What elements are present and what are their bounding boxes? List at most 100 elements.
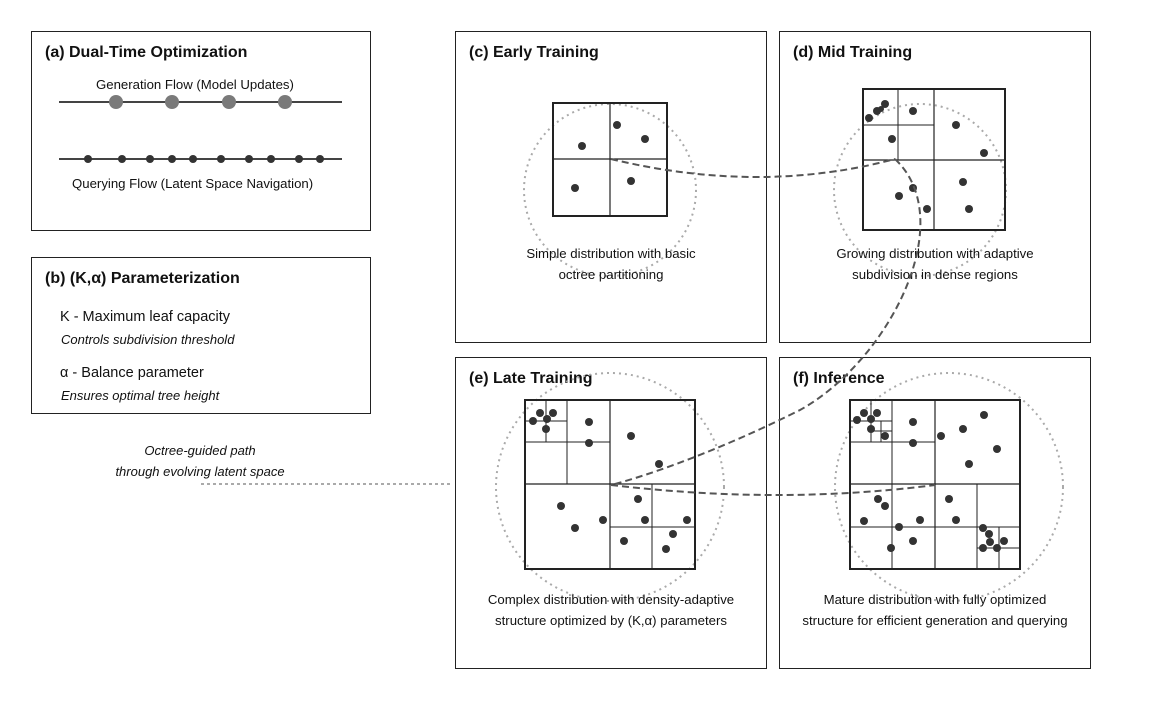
alpha-description: Ensures optimal tree height: [61, 388, 220, 403]
data-point: [613, 121, 621, 129]
data-point: [909, 537, 917, 545]
data-point: [620, 537, 628, 545]
data-point: [669, 530, 677, 538]
query-node: [189, 155, 197, 163]
data-point: [909, 107, 917, 115]
data-point: [980, 411, 988, 419]
querying-flow-label: Querying Flow (Latent Space Navigation): [72, 176, 314, 191]
path-note-line2: through evolving latent space: [115, 464, 285, 479]
data-point: [878, 106, 884, 112]
data-point: [895, 523, 903, 531]
query-node: [146, 155, 154, 163]
panel-d-caption-line2: subdivision in dense regions: [852, 267, 1018, 282]
data-point: [945, 495, 953, 503]
distribution-circle: [834, 372, 1064, 602]
panel-a-title: (a) Dual-Time Optimization: [45, 44, 248, 61]
data-point: [985, 530, 993, 538]
data-point: [662, 545, 670, 553]
octree-early: [523, 102, 697, 277]
data-point: [873, 409, 881, 417]
panel-a-dual-time-optimization: (a) Dual-Time Optimization Generation Fl…: [31, 31, 371, 231]
panel-b-title: (b) (K,α) Parameterization: [45, 270, 240, 287]
data-point: [979, 524, 987, 532]
data-point: [860, 409, 868, 417]
panel-c-caption: Simple distribution with basic octree pa…: [456, 243, 766, 285]
data-point: [937, 432, 945, 440]
data-point: [853, 416, 861, 424]
data-point: [865, 114, 873, 122]
data-point: [888, 135, 896, 143]
panel-e-caption-line1: Complex distribution with density-adapti…: [487, 592, 735, 607]
data-point: [867, 415, 875, 423]
panel-d-title: (d) Mid Training: [793, 44, 913, 61]
panel-e-late-training: (e) Late Training Complex distributio: [455, 357, 767, 669]
data-point: [585, 418, 593, 426]
data-point: [867, 425, 875, 433]
panel-d-mid-training: (d) Mid Training Growing distribution wi…: [779, 31, 1091, 343]
data-point: [571, 524, 579, 532]
data-point: [986, 538, 994, 546]
data-point: [634, 495, 642, 503]
data-point: [881, 100, 889, 108]
generation-flow-label: Generation Flow (Model Updates): [96, 77, 294, 92]
query-node: [245, 155, 253, 163]
panel-d-caption-line1: Growing distribution with adaptive: [836, 246, 1034, 261]
panel-c-title: (c) Early Training: [469, 44, 599, 61]
data-point: [965, 460, 973, 468]
k-description: Controls subdivision threshold: [61, 332, 235, 347]
query-node: [217, 155, 225, 163]
data-point: [542, 425, 550, 433]
k-label: K - Maximum leaf capacity: [60, 309, 231, 325]
data-point: [1000, 537, 1008, 545]
query-node: [118, 155, 126, 163]
panel-e-caption-line2: structure optimized by (K,α) parameters: [495, 613, 727, 628]
data-point: [887, 544, 895, 552]
panel-e-caption: Complex distribution with density-adapti…: [456, 589, 766, 631]
data-point: [571, 184, 579, 192]
data-point: [874, 495, 882, 503]
alpha-label: α - Balance parameter: [60, 365, 204, 381]
generation-node: [278, 95, 292, 109]
panel-c-early-training: (c) Early Training Simple distribution w…: [455, 31, 767, 343]
data-point: [979, 544, 987, 552]
data-point: [909, 184, 917, 192]
data-point: [965, 205, 973, 213]
data-point: [641, 516, 649, 524]
data-point: [909, 418, 917, 426]
octree-mid: [833, 88, 1007, 277]
data-point: [909, 439, 917, 447]
data-point: [923, 205, 931, 213]
data-point: [860, 517, 868, 525]
query-node: [168, 155, 176, 163]
panel-f-caption-line1: Mature distribution with fully optimized: [823, 592, 1047, 607]
data-point: [683, 516, 691, 524]
data-point: [993, 445, 1001, 453]
data-point: [543, 415, 551, 423]
data-point: [916, 516, 924, 524]
data-point: [881, 502, 889, 510]
panel-f-caption-line2: structure for efficient generation and q…: [802, 613, 1068, 628]
generation-node: [222, 95, 236, 109]
data-point: [959, 178, 967, 186]
data-point: [529, 417, 537, 425]
data-point: [627, 177, 635, 185]
query-node: [84, 155, 92, 163]
panel-b-parameterization: (b) (K,α) Parameterization K - Maximum l…: [31, 257, 371, 414]
panel-c-caption-line1: Simple distribution with basic: [526, 246, 696, 261]
query-node: [267, 155, 275, 163]
panel-d-caption: Growing distribution with adaptive subdi…: [780, 243, 1090, 285]
data-point: [655, 460, 663, 468]
data-point: [557, 502, 565, 510]
data-point: [627, 432, 635, 440]
data-point: [952, 516, 960, 524]
query-node: [295, 155, 303, 163]
generation-node: [165, 95, 179, 109]
data-point: [536, 409, 544, 417]
data-point: [549, 409, 557, 417]
data-point: [585, 439, 593, 447]
generation-node: [109, 95, 123, 109]
data-point: [881, 432, 889, 440]
panel-f-inference: (f) Inference: [779, 357, 1091, 669]
data-point: [959, 425, 967, 433]
data-point: [993, 544, 1001, 552]
